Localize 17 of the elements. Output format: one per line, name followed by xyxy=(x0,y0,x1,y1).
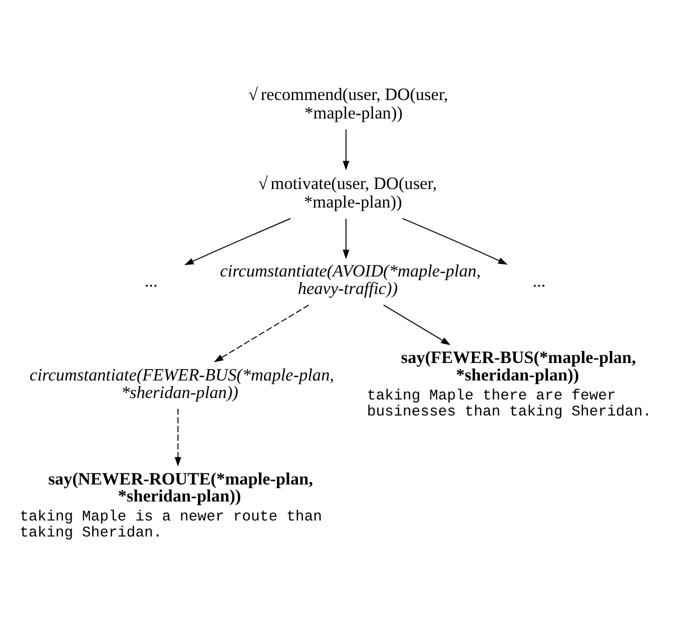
node-text: say(NEWER-ROUTE(*maple-plan, *sheridan-plan)) xyxy=(48,469,313,506)
node-text: circumstantiate(AVOID(*maple-plan, heavy-traffic)) xyxy=(220,262,481,298)
node-text: say(FEWER-BUS(*maple-plan, *sheridan-plan)) xyxy=(401,348,636,384)
arrow xyxy=(174,408,182,467)
node-text: √ recommend(user, DO(user, *maple-plan)) xyxy=(248,84,448,122)
arrow xyxy=(342,218,350,260)
node-label: taking Maple there are fewer businesses than taking Sheridan. xyxy=(367,388,652,421)
arrow xyxy=(383,304,450,346)
node-text: ... xyxy=(144,272,158,291)
node-text: √ motivate(user, DO(user, *maple-plan)) xyxy=(258,174,437,212)
node-text: circumstantiate(FEWER-BUS(*maple-plan, *sheridan-plan)) xyxy=(30,365,334,402)
arrow xyxy=(402,218,508,265)
node-text: ... xyxy=(532,272,546,291)
node-label: taking Maple is a newer route than taking Sheridan. xyxy=(20,510,322,542)
arrow xyxy=(342,129,350,170)
arrow xyxy=(184,218,291,266)
arrow xyxy=(214,304,310,362)
